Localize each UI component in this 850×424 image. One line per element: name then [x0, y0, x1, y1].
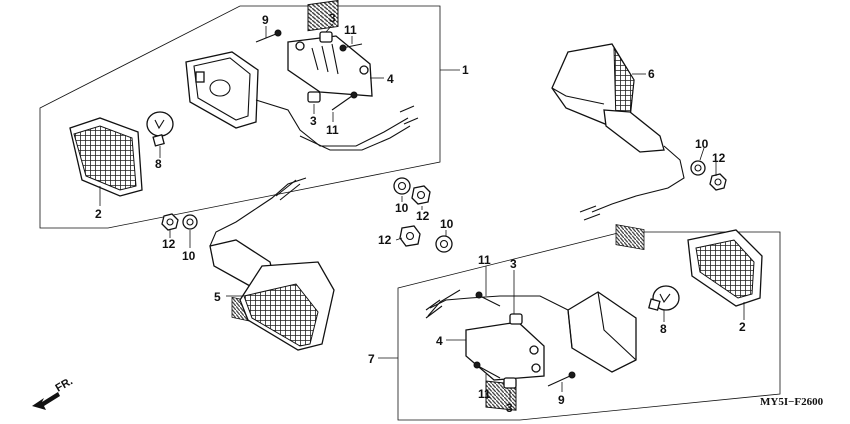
nut-icon — [399, 225, 421, 247]
front-arrow-icon: FR. — [32, 375, 75, 410]
callout-label: 9 — [558, 393, 565, 407]
callout-label: 9 — [262, 13, 269, 27]
callout-label: 4 — [436, 334, 443, 348]
collar-icon — [319, 31, 333, 43]
callout-label: 8 — [660, 322, 667, 336]
callout-label: 12 — [416, 209, 430, 223]
bulb-icon — [146, 111, 174, 147]
nut-icon — [709, 173, 727, 191]
nut-icon — [411, 185, 431, 205]
callout-label: 3 — [329, 11, 336, 25]
screw-icon — [331, 91, 358, 111]
callout-label: 7 — [368, 352, 375, 366]
callout-label: 12 — [378, 233, 392, 247]
callout-label: 10 — [182, 249, 196, 263]
drawing-code: MY5I−F2600 — [760, 396, 824, 408]
callout-label: 2 — [95, 207, 102, 221]
callout-label: 3 — [510, 257, 517, 271]
screw-icon — [255, 29, 282, 43]
assembly-box-1 — [39, 5, 441, 229]
bulb-icon — [648, 285, 680, 311]
winker-housing-icon — [209, 177, 335, 351]
callout-label: 4 — [387, 72, 394, 86]
washer-icon — [393, 177, 411, 195]
lens-icon — [687, 229, 763, 307]
callout-label: 6 — [648, 67, 655, 81]
leader-lines — [99, 23, 745, 400]
callout-label: 11 — [478, 253, 491, 267]
collar-icon — [307, 91, 321, 103]
callout-label: 3 — [506, 401, 513, 415]
callout-label: 5 — [214, 290, 221, 304]
nut-icon — [161, 213, 179, 231]
callout-label: 2 — [739, 320, 746, 334]
collar-icon — [503, 377, 517, 389]
direction-label: FR. — [54, 375, 75, 394]
screw-icon — [475, 291, 501, 307]
washer-icon — [182, 214, 198, 230]
screw-icon — [473, 361, 501, 379]
lens-icon — [69, 117, 143, 197]
callout-label: 10 — [395, 201, 409, 215]
socket-housing-icon — [185, 51, 419, 151]
callout-label: 10 — [440, 217, 454, 231]
callout-label: 11 — [478, 387, 491, 401]
callout-label: 1 — [462, 63, 469, 77]
callout-labels: 1 2 2 3 3 3 3 4 4 5 6 7 8 8 9 9 10 10 10… — [95, 11, 746, 415]
callout-label: 12 — [162, 237, 176, 251]
screw-icon — [547, 371, 576, 387]
callout-label: 3 — [310, 114, 317, 128]
screw-icon — [339, 43, 363, 52]
callout-label: 11 — [344, 23, 357, 37]
callout-label: 10 — [695, 137, 709, 151]
washer-icon — [435, 235, 453, 253]
socket-housing-icon — [425, 289, 637, 373]
winker-housing-icon — [551, 43, 685, 251]
callout-label: 8 — [155, 157, 162, 171]
washer-icon — [690, 160, 706, 176]
bulb-holder-icon — [287, 0, 373, 97]
collar-icon — [509, 313, 523, 325]
callout-label: 12 — [712, 151, 726, 165]
callout-label: 11 — [326, 123, 339, 137]
